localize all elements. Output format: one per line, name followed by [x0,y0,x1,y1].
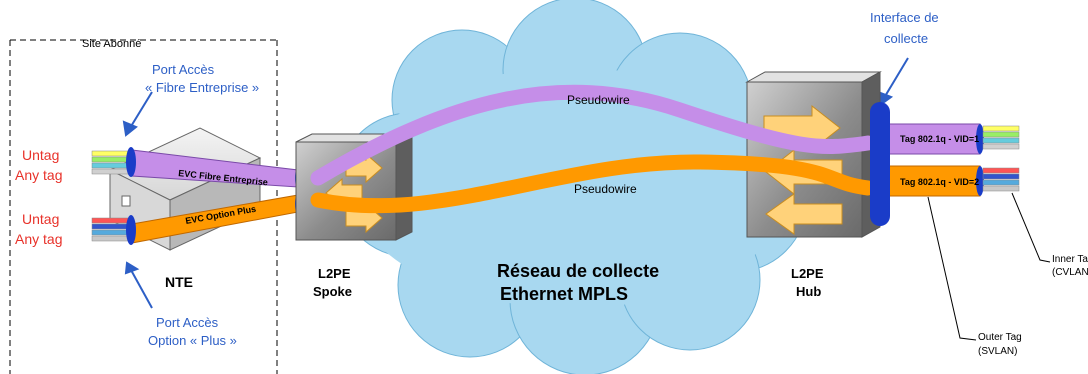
tag-vid1-label: Tag 802.1q - VID=1 [900,134,979,144]
hub-line2: Hub [796,284,821,299]
pseudowire-bottom-label: Pseudowire [574,182,637,196]
outer-tag-line2: (SVLAN) [978,346,1017,357]
port-arrows [122,57,909,309]
tag-vid1-tube [879,123,981,155]
tag-vid2-label: Tag 802.1q - VID=2 [900,177,979,187]
nte-label: NTE [165,274,193,290]
outer-tag-line1: Outer Tag [978,332,1022,343]
untag-top: Untag [22,147,59,163]
anytag-top: Any tag [15,167,62,183]
tag-vid2-end [976,166,984,196]
tag-leaders [927,192,1051,341]
port-fibre-line2: « Fibre Entreprise » [145,80,259,95]
site-boundary [9,39,278,374]
spoke-line1: L2PE [318,266,351,281]
hub-router [745,71,882,238]
port-option-line2: Option « Plus » [148,333,237,348]
cloud-line2: Ethernet MPLS [500,284,628,304]
interface-line1: Interface de [870,10,939,25]
left-cable-top [91,150,131,175]
anytag-bottom: Any tag [15,231,62,247]
pseudowire-top [310,84,876,186]
interface-collecte-connector [870,102,890,226]
right-cable-top [982,125,1020,150]
inner-tag-line1: Inner Tag [1052,254,1088,265]
inner-tag-line2: (CVLAN) [1052,267,1088,278]
tag-vid2-tube [879,165,981,197]
interface-line2: collecte [884,31,928,46]
untag-bottom: Untag [22,211,59,227]
pseudowire-bottom [310,154,876,214]
hub-line1: L2PE [791,266,824,281]
port-option-line1: Port Accès [156,315,219,330]
right-cable-bottom [982,167,1020,192]
left-cable-bottom [91,217,131,242]
pseudowire-top-label: Pseudowire [567,93,630,107]
spoke-line2: Spoke [313,284,352,299]
port-fibre-line1: Port Accès [152,62,215,77]
site-label: Site Abonné [82,38,141,50]
cloud-line1: Réseau de collecte [497,261,659,281]
tag-vid1-end [976,124,984,154]
